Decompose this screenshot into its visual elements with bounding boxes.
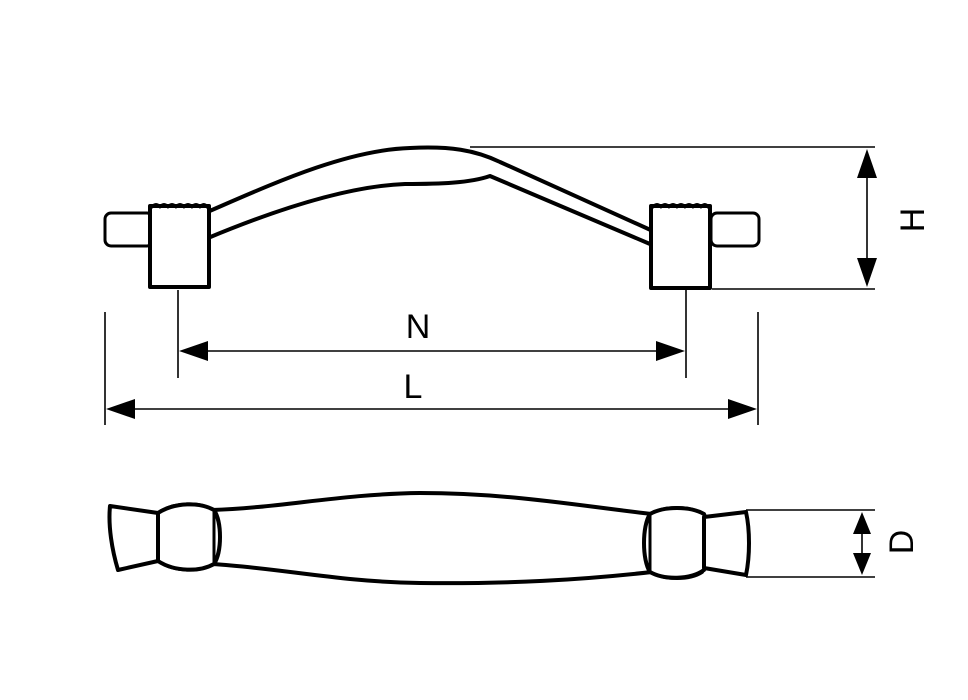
overall-length-dimension: L [104, 312, 759, 425]
left-mounting-post [148, 204, 211, 289]
left-post-knurling [150, 203, 209, 209]
hole-spacing-right-arrowhead [656, 341, 685, 361]
hole-spacing-left-arrowhead [179, 341, 208, 361]
length-right-arrowhead [728, 399, 757, 419]
top-view-left-ferrule [151, 502, 222, 572]
length-label: L [404, 368, 423, 406]
right-screw-stub [709, 211, 761, 248]
depth-label: D [883, 530, 921, 555]
length-left-arrowhead [106, 399, 135, 419]
right-mounting-post [649, 204, 712, 290]
height-bottom-arrowhead [857, 258, 877, 287]
right-post-knurling [651, 203, 710, 209]
depth-dimension: D [746, 509, 921, 578]
hole-spacing-label: N [406, 308, 431, 346]
handle-top-view [107, 491, 751, 586]
top-view-left-end-cap [107, 504, 160, 572]
hole-spacing-dimension: N [177, 290, 687, 378]
height-top-arrowhead [857, 149, 877, 178]
left-screw-stub [103, 211, 155, 248]
height-label: H [894, 208, 932, 233]
depth-bottom-arrowhead [853, 553, 871, 575]
top-view-right-ferrule [642, 506, 711, 580]
arched-grip [203, 145, 657, 246]
handle-side-view [103, 145, 761, 290]
top-view-right-end-cap [702, 510, 751, 577]
depth-top-arrowhead [853, 512, 871, 534]
height-dimension: H [470, 146, 932, 290]
top-view-grip-body [156, 491, 704, 586]
